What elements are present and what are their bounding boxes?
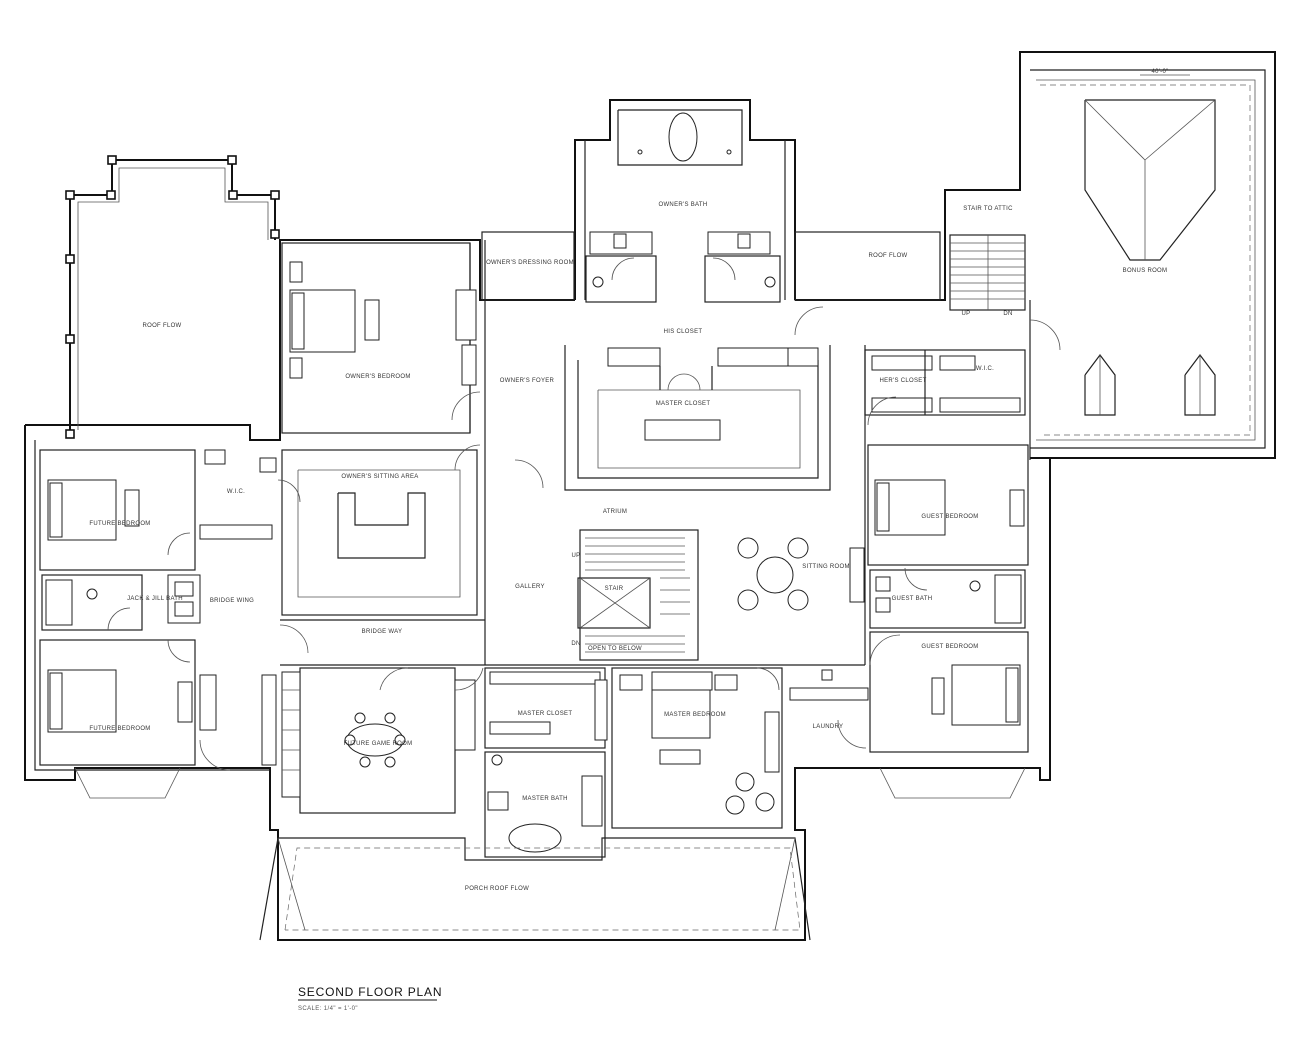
bonus-dim-label: 40'-0" bbox=[1151, 69, 1168, 75]
owners-bedroom-label: OWNER'S BEDROOM bbox=[345, 374, 410, 380]
roof-flow-top-label: ROOF FLOW bbox=[868, 253, 907, 259]
future-game-room-label: FUTURE GAME ROOM bbox=[344, 741, 413, 747]
owners-bedroom bbox=[281, 242, 477, 434]
guest-bath bbox=[869, 569, 1026, 629]
bonus-room-label: BONUS ROOM bbox=[1123, 268, 1168, 274]
up-label: UP bbox=[572, 553, 581, 559]
hers-closet-label: HER'S CLOSET bbox=[879, 378, 926, 384]
porch-roof-label: PORCH ROOF FLOW bbox=[465, 886, 529, 892]
atrium-label: ATRIUM bbox=[603, 509, 627, 515]
guest-bedroom-2 bbox=[869, 631, 1029, 753]
master-closet-label: MASTER CLOSET bbox=[518, 711, 573, 717]
porch-roof bbox=[259, 837, 811, 941]
laundry-label: LAUNDRY bbox=[813, 724, 844, 730]
future-game-room bbox=[281, 667, 476, 814]
future-bedroom-1 bbox=[39, 449, 277, 571]
owners-bath bbox=[585, 109, 781, 303]
drawing-scale: SCALE: 1/4" = 1'-0" bbox=[298, 1006, 358, 1012]
sitting-room-label: SITTING ROOM bbox=[802, 564, 850, 570]
master-bath-label: MASTER BATH bbox=[522, 796, 568, 802]
roof-flow-top bbox=[794, 231, 941, 301]
guest-bath-label: GUEST BATH bbox=[892, 596, 933, 602]
main-stair bbox=[577, 529, 699, 661]
guest-bedroom-2-label: GUEST BEDROOM bbox=[921, 644, 978, 650]
future-bedroom-2-label: FUTURE BEDROOM bbox=[89, 726, 150, 732]
attic-up-label: UP bbox=[962, 311, 971, 317]
dn-label: DN bbox=[571, 641, 580, 647]
right-closets bbox=[864, 349, 1026, 416]
master-bedroom bbox=[611, 667, 783, 829]
future-bedroom-2 bbox=[39, 639, 277, 766]
stair-label: STAIR bbox=[605, 586, 624, 592]
owners-sitting-area bbox=[281, 449, 478, 616]
wic-right-label: W.I.C. bbox=[976, 366, 994, 372]
master-bedroom-label: MASTER BEDROOM bbox=[664, 712, 726, 718]
owners-bath-label: OWNER'S BATH bbox=[659, 202, 708, 208]
master-bath bbox=[484, 751, 606, 858]
guest-bedroom-1 bbox=[867, 444, 1029, 566]
bonus-room bbox=[1036, 74, 1256, 441]
owners-sitting-label: OWNER'S SITTING AREA bbox=[341, 474, 418, 480]
owners-dressing bbox=[481, 231, 575, 301]
outer-walls bbox=[24, 51, 1276, 941]
drawing-title: SECOND FLOOR PLAN bbox=[298, 985, 442, 999]
central-closet-label: MASTER CLOSET bbox=[656, 401, 711, 407]
sitting-room-furniture bbox=[737, 537, 865, 611]
gallery-label: GALLERY bbox=[515, 584, 545, 590]
roof-flow-left-label: ROOF FLOW bbox=[142, 323, 181, 329]
open-to-below-label: OPEN TO BELOW bbox=[588, 646, 642, 652]
future-bedroom-1-label: FUTURE BEDROOM bbox=[89, 521, 150, 527]
door-swings bbox=[107, 257, 1061, 771]
attic-stair bbox=[949, 234, 1026, 311]
attic-dn-label: DN bbox=[1003, 311, 1012, 317]
central-closet-block bbox=[564, 345, 831, 491]
bridge-way-label: BRIDGE WAY bbox=[362, 629, 403, 635]
jack-jill-bath bbox=[41, 574, 201, 631]
master-closet bbox=[484, 667, 608, 749]
guest-bedroom-1-label: GUEST BEDROOM bbox=[921, 514, 978, 520]
his-closet-label: HIS CLOSET bbox=[664, 329, 703, 335]
left-roof-balcony bbox=[65, 155, 280, 439]
owners-dressing-label: OWNER'S DRESSING ROOM bbox=[486, 260, 574, 266]
jack-jill-bath-label: JACK & JILL BATH bbox=[127, 596, 183, 602]
bridge-wing-label: BRIDGE WING bbox=[210, 598, 254, 604]
owners-foyer-label: OWNER'S FOYER bbox=[500, 378, 555, 384]
wic-left-label: W.I.C. bbox=[227, 489, 245, 495]
stair-to-attic-label: STAIR TO ATTIC bbox=[963, 206, 1013, 212]
laundry bbox=[789, 669, 869, 701]
